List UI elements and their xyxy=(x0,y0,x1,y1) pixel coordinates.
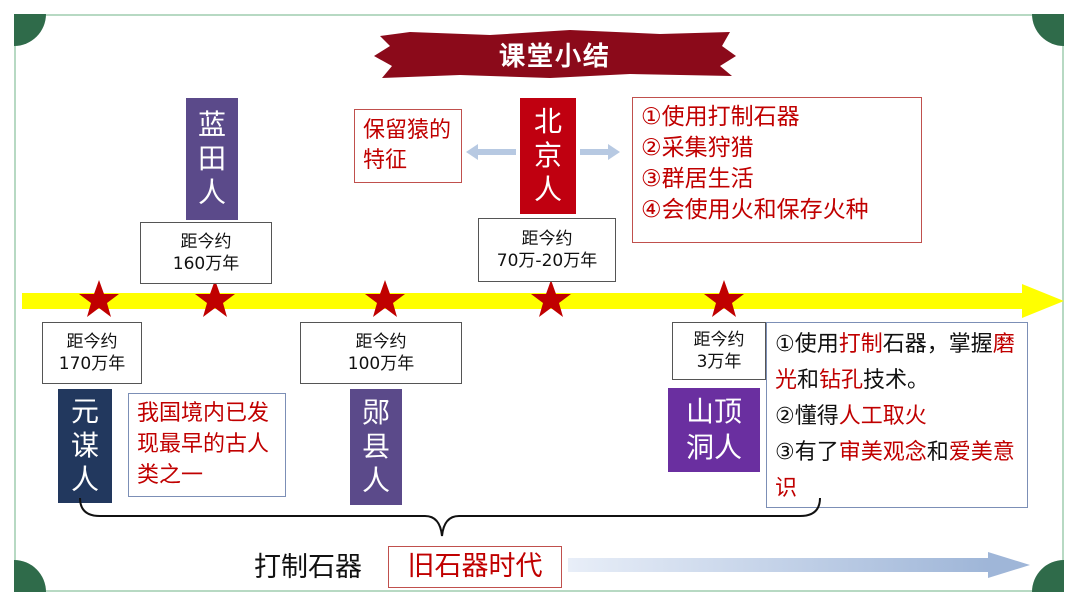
arrows xyxy=(466,144,620,160)
shanding-feature-item: ②懂得人工取火 xyxy=(775,399,1019,435)
feature-item: ④会使用火和保存火种 xyxy=(641,197,869,223)
shanding-label: 山顶洞人 xyxy=(668,388,760,472)
shanding-feature-item: ③有了审美观念和爱美意识 xyxy=(775,435,1019,507)
era-arrow xyxy=(568,552,1030,578)
feature-text: 和 xyxy=(926,440,949,465)
star-lantian xyxy=(195,280,235,317)
beijing-label: 北京人 xyxy=(520,98,576,214)
lantian-date: 距今约 160万年 xyxy=(140,222,272,284)
feature-text: ③有了 xyxy=(775,440,839,465)
page-title: 课堂小结 xyxy=(498,41,611,72)
ape-traits-box: 保留猿的特征 xyxy=(354,109,462,183)
feature-text: 磨光 xyxy=(775,332,1015,393)
yuanmou-note: 我国境内已发现最早的古人类之一 xyxy=(128,393,286,497)
beijing-date: 距今约 70万-20万年 xyxy=(478,218,616,282)
feature-text: 审美观念 xyxy=(838,440,927,465)
beijing-features: ①使用打制石器 ②采集狩猎 ③群居生活 ④会使用火和保存火种 xyxy=(632,97,922,243)
feature-item: ①使用打制石器 xyxy=(641,104,800,130)
star-beijing xyxy=(531,280,571,317)
lantian-label: 蓝田人 xyxy=(186,98,238,220)
feature-text: 人工取火 xyxy=(838,404,927,429)
feature-text: 石器，掌握 xyxy=(882,332,993,357)
yunxian-date: 距今约 100万年 xyxy=(300,322,462,384)
bracket xyxy=(79,497,821,537)
timeline-arrow xyxy=(22,284,1064,318)
feature-text: 和 xyxy=(797,368,820,393)
yunxian-label: 郧县人 xyxy=(350,389,402,505)
stone-tools-label: 打制石器 xyxy=(254,552,362,583)
feature-text: 技术。 xyxy=(863,368,930,393)
yuanmou-date: 距今约 170万年 xyxy=(42,322,142,384)
star-yunxian xyxy=(365,280,405,317)
feature-text: 钻孔 xyxy=(819,368,864,393)
star-shanding xyxy=(704,280,744,317)
era-label: 旧石器时代 xyxy=(388,546,562,588)
shanding-date: 距今约 3万年 xyxy=(672,322,766,380)
star-yuanmou xyxy=(79,280,119,317)
feature-text: 爱美意识 xyxy=(775,440,1015,501)
feature-item: ②采集狩猎 xyxy=(641,135,754,161)
feature-text: 打制 xyxy=(838,332,883,357)
timeline-stars xyxy=(79,280,744,317)
feature-item: ③群居生活 xyxy=(641,166,754,192)
feature-text: ②懂得 xyxy=(775,404,839,429)
yuanmou-label: 元谋人 xyxy=(58,389,112,503)
feature-text: ①使用 xyxy=(775,332,839,357)
title-banner xyxy=(374,30,736,78)
shanding-feature-item: ①使用打制石器，掌握磨光和钻孔技术。 xyxy=(775,327,1019,399)
